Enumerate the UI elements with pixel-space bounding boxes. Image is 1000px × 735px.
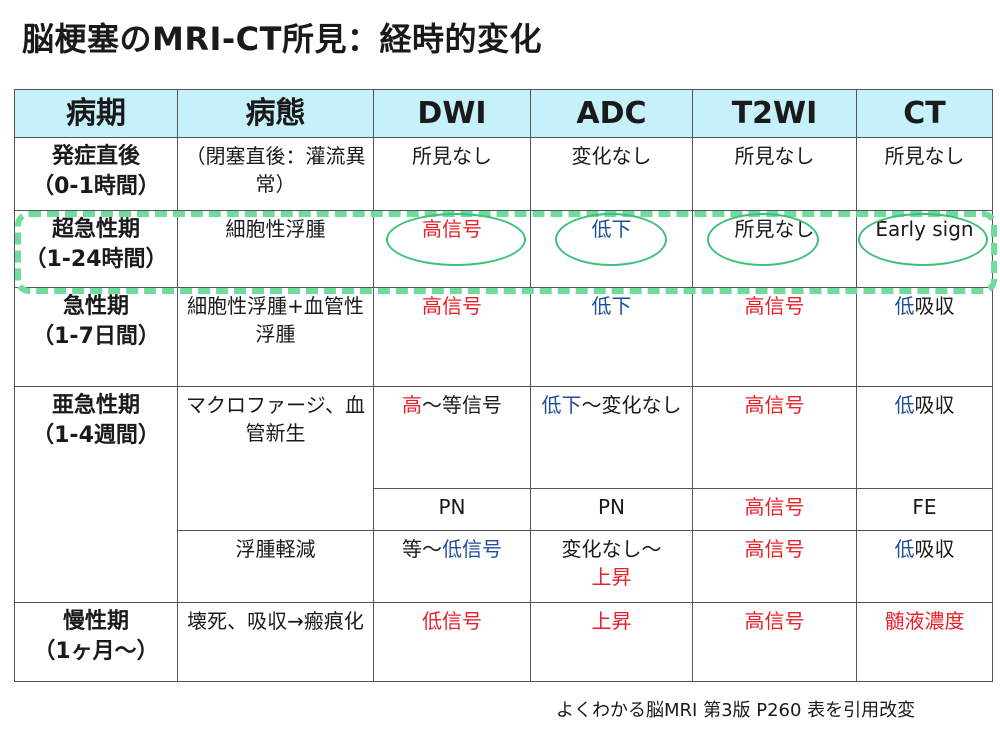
adc-cell: 低下	[530, 287, 693, 387]
dwi-cell: 所見なし	[373, 137, 531, 211]
t2wi-cell: 高信号	[692, 287, 857, 387]
period-cell: 発症直後 （0-1時間）	[14, 137, 178, 211]
ct-cell: 低吸収	[856, 287, 993, 387]
header-dwi: DWI	[373, 89, 531, 138]
t2wi-cell: 高信号	[692, 530, 857, 603]
dwi-cell: PN	[373, 488, 531, 531]
header-ct: CT	[856, 89, 993, 138]
dwi-cell: 高〜等信号	[373, 386, 531, 489]
t2wi-cell: 高信号	[692, 386, 857, 489]
pathology-cell: 壊死、吸収→瘢痕化	[177, 602, 374, 682]
mri-ct-findings-table: 病期 病態 DWI ADC T2WI CT 発症直後 （0-1時間） （閉塞直後…	[14, 89, 993, 682]
adc-cell: 変化なし〜上昇	[530, 530, 693, 603]
adc-cell: 低下〜変化なし	[530, 386, 693, 489]
table-row: 発症直後 （0-1時間） （閉塞直後：灌流異常） 所見なし 変化なし 所見なし …	[14, 137, 993, 211]
highlight-oval-t2wi	[707, 213, 819, 266]
t2wi-cell: 高信号	[692, 488, 857, 531]
t2wi-cell: 高信号	[692, 602, 857, 682]
header-row: 病期 病態 DWI ADC T2WI CT	[14, 89, 993, 138]
ct-cell: 低吸収	[856, 386, 993, 489]
ct-cell: 髄液濃度	[856, 602, 993, 682]
ct-cell: 低吸収	[856, 530, 993, 603]
ct-cell: 所見なし	[856, 137, 993, 211]
pathology-cell: （閉塞直後：灌流異常）	[177, 137, 374, 211]
period-cell: 急性期 （1-7日間）	[14, 287, 178, 387]
period-cell: 慢性期 （1ヶ月〜）	[14, 602, 178, 682]
adc-cell: 変化なし	[530, 137, 693, 211]
highlight-oval-ct	[858, 213, 988, 266]
highlight-oval-dwi	[386, 213, 526, 266]
highlight-oval-adc	[555, 213, 667, 266]
header-period: 病期	[14, 89, 178, 138]
hyperacute-highlight-box	[15, 211, 997, 294]
adc-cell: 上昇	[530, 602, 693, 682]
table-row: 慢性期 （1ヶ月〜） 壊死、吸収→瘢痕化 低信号 上昇 高信号 髄液濃度	[14, 602, 993, 682]
t2wi-cell: 所見なし	[692, 137, 857, 211]
adc-cell: PN	[530, 488, 693, 531]
ct-cell: FE	[856, 488, 993, 531]
table-row: PN PN 高信号 FE	[15, 488, 993, 531]
source-footnote: よくわかる脳MRI 第3版 P260 表を引用改変	[556, 700, 916, 721]
pathology-cell: 浮腫軽減	[177, 530, 374, 603]
table-row: 急性期 （1-7日間） 細胞性浮腫+血管性浮腫 高信号 低下 高信号 低吸収	[14, 287, 993, 387]
pathology-cell: マクロファージ、血管新生	[177, 386, 374, 531]
header-pathology: 病態	[177, 89, 374, 138]
page-title: 脳梗塞のMRI-CT所見：経時的変化	[22, 20, 542, 58]
period-cell: 超急性期 （1-24時間）	[14, 210, 178, 288]
dwi-cell: 高信号	[373, 287, 531, 387]
period-cell: 亜急性期 （1-4週間）	[14, 386, 178, 603]
dwi-cell: 低信号	[373, 602, 531, 682]
pathology-cell: 細胞性浮腫+血管性浮腫	[177, 287, 374, 387]
header-adc: ADC	[530, 89, 693, 138]
header-t2wi: T2WI	[692, 89, 857, 138]
table-row: 亜急性期 （1-4週間） マクロファージ、血管新生 高〜等信号 低下〜変化なし …	[14, 386, 993, 603]
dwi-cell: 等〜低信号	[373, 530, 531, 603]
